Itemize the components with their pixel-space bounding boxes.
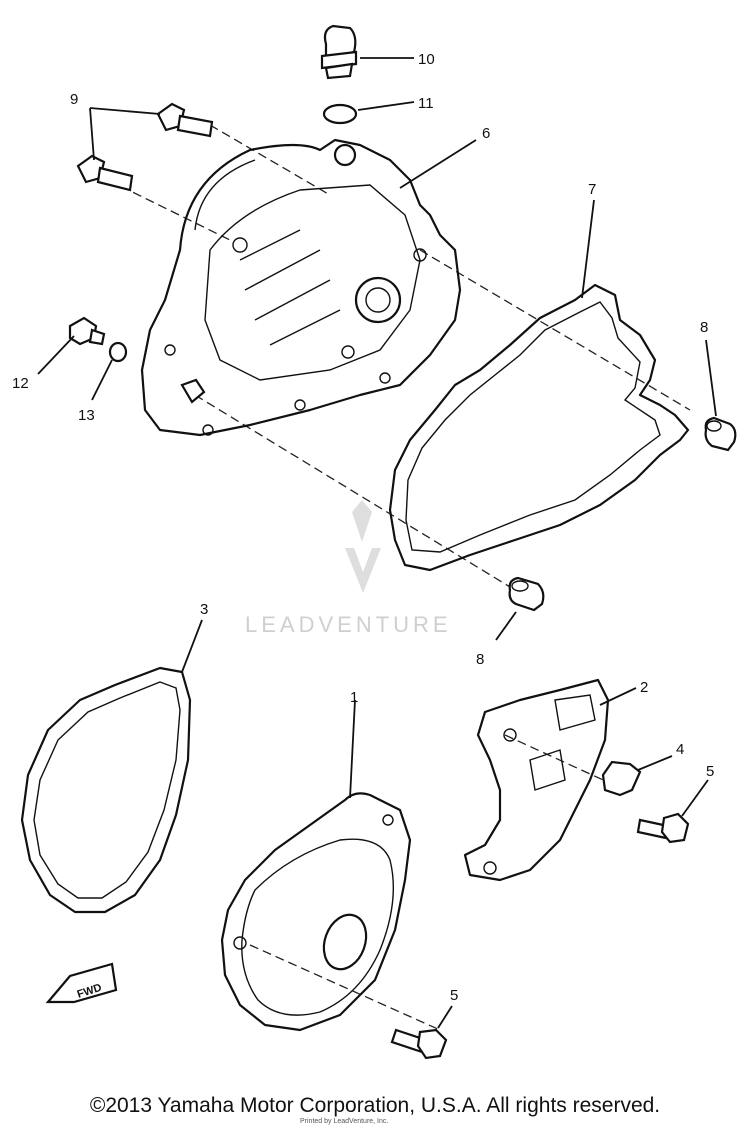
screw-upper-part bbox=[636, 812, 690, 844]
callout-1: 1 bbox=[350, 689, 358, 706]
generator-cover-part bbox=[220, 792, 412, 1032]
leader-lines bbox=[37, 57, 717, 1029]
callout-10: 10 bbox=[418, 51, 435, 68]
screw-lower-part bbox=[390, 1028, 448, 1060]
cover-gasket-inner bbox=[405, 301, 661, 553]
callout-13: 13 bbox=[78, 407, 95, 424]
callout-3: 3 bbox=[200, 601, 208, 618]
clip-part bbox=[601, 760, 642, 797]
bolt-lower-part bbox=[76, 154, 134, 192]
o-ring-part bbox=[322, 103, 358, 125]
assembly-lines bbox=[107, 124, 691, 1031]
lower-gasket-inner bbox=[33, 681, 181, 899]
forward-arrow-icon: FWD bbox=[45, 962, 118, 1004]
callout-5-upper: 5 bbox=[706, 763, 714, 780]
callout-8-lower: 8 bbox=[476, 651, 484, 668]
callout-8-upper: 8 bbox=[700, 319, 708, 336]
callout-7: 7 bbox=[588, 181, 596, 198]
bolt-upper-part bbox=[156, 102, 214, 138]
dowel-pin-lower-part bbox=[508, 576, 545, 612]
callout-4: 4 bbox=[676, 741, 684, 758]
callout-9: 9 bbox=[70, 91, 78, 108]
watermark-text: LEADVENTURE bbox=[245, 612, 452, 637]
callout-12: 12 bbox=[12, 375, 29, 392]
sub-credit: Printed by LeadVenture, Inc. bbox=[300, 1118, 389, 1125]
callout-2: 2 bbox=[640, 679, 648, 696]
cap-bolt-part bbox=[320, 24, 358, 80]
cover-gasket-part bbox=[388, 283, 690, 572]
dowel-pin-right-part bbox=[704, 416, 737, 452]
callout-labels: 10 11 9 6 7 8 12 13 8 3 1 2 4 5 5 bbox=[12, 51, 714, 1004]
callout-11: 11 bbox=[418, 95, 434, 112]
washer-part bbox=[108, 341, 128, 363]
copyright-notice: ©2013 Yamaha Motor Corporation, U.S.A. A… bbox=[89, 1094, 661, 1117]
lower-gasket-part bbox=[20, 666, 192, 914]
bracket-part bbox=[463, 678, 610, 882]
callout-6: 6 bbox=[482, 125, 490, 142]
callout-5-lower: 5 bbox=[450, 987, 458, 1004]
crankcase-cover-part bbox=[140, 138, 462, 437]
drain-plug-part bbox=[68, 316, 106, 346]
watermark-logo-icon bbox=[345, 500, 381, 593]
